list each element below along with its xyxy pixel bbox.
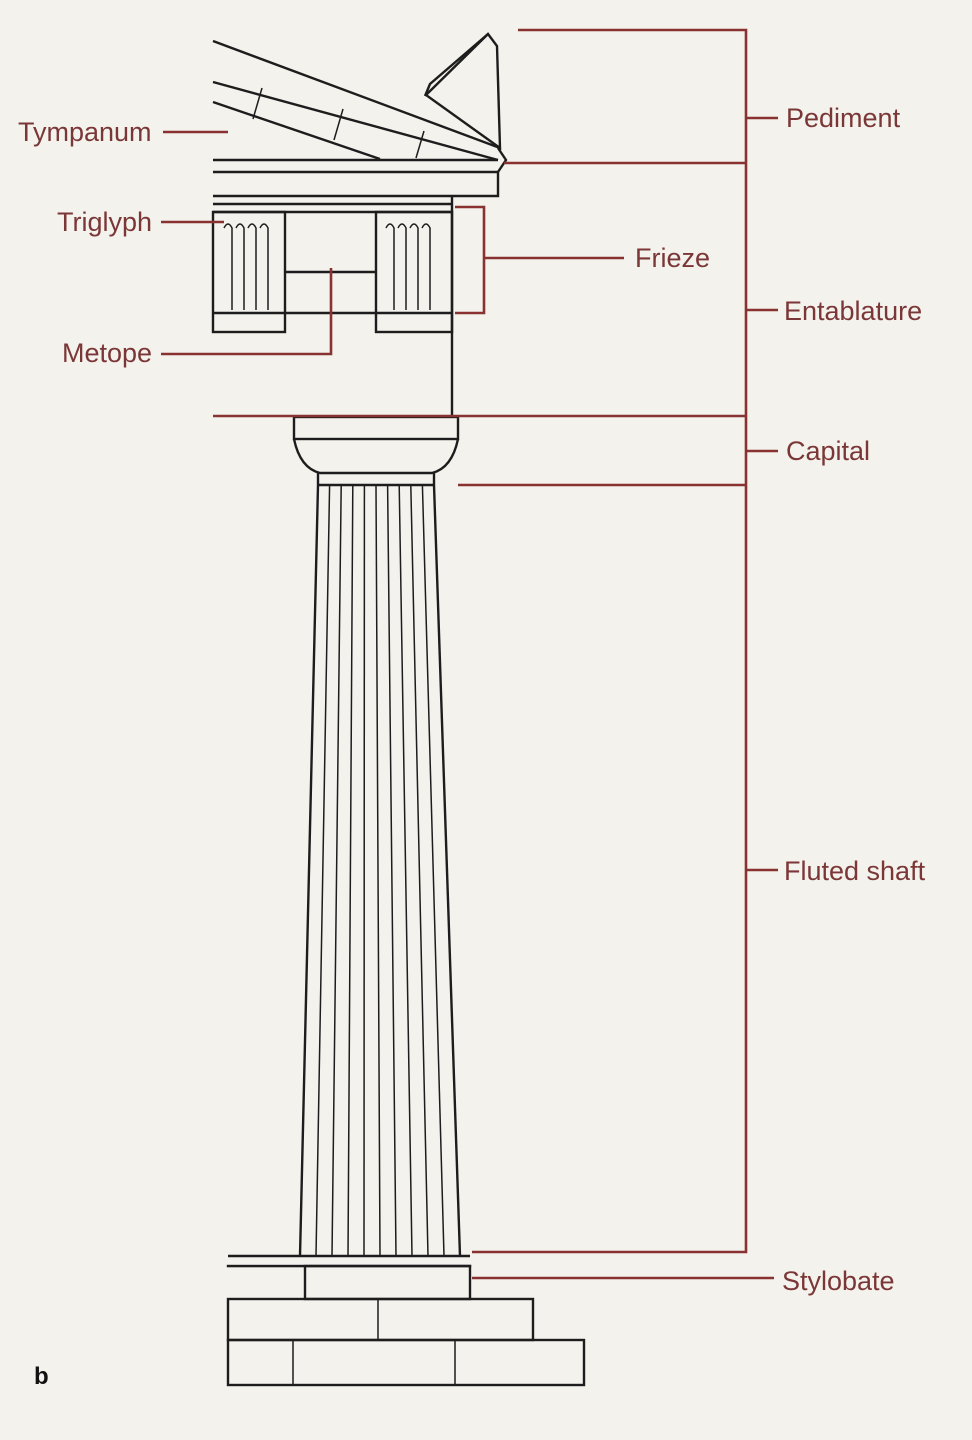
- flute-line: [410, 484, 429, 1257]
- stylobate-drawing: [226, 1254, 586, 1387]
- flute-line: [347, 484, 354, 1257]
- flute-line: [331, 484, 342, 1257]
- flute-line: [375, 484, 381, 1257]
- pediment-drawing: [212, 32, 508, 198]
- left-leaders: [161, 130, 333, 356]
- entablature-drawing: [211, 196, 454, 420]
- label-capital: Capital: [786, 436, 870, 466]
- figure-letter: b: [34, 1363, 49, 1390]
- right-leaders: [213, 28, 778, 1280]
- shaft-drawing: [298, 484, 462, 1257]
- flute-line: [398, 484, 413, 1257]
- label-tympanum: Tympanum: [18, 117, 152, 147]
- capital-drawing: [292, 415, 460, 487]
- label-stylobate: Stylobate: [782, 1266, 895, 1296]
- label-entablature: Entablature: [784, 296, 922, 326]
- triglyph-grooves: [223, 223, 431, 310]
- label-metope: Metope: [62, 338, 152, 368]
- label-fluted-shaft: Fluted shaft: [784, 856, 926, 886]
- label-triglyph: Triglyph: [57, 207, 152, 237]
- flute-line: [421, 484, 445, 1257]
- label-frieze: Frieze: [635, 243, 710, 273]
- label-pediment: Pediment: [786, 103, 901, 133]
- flute-line: [315, 484, 331, 1257]
- flute-line: [386, 484, 397, 1257]
- frieze-bracket: [455, 205, 624, 315]
